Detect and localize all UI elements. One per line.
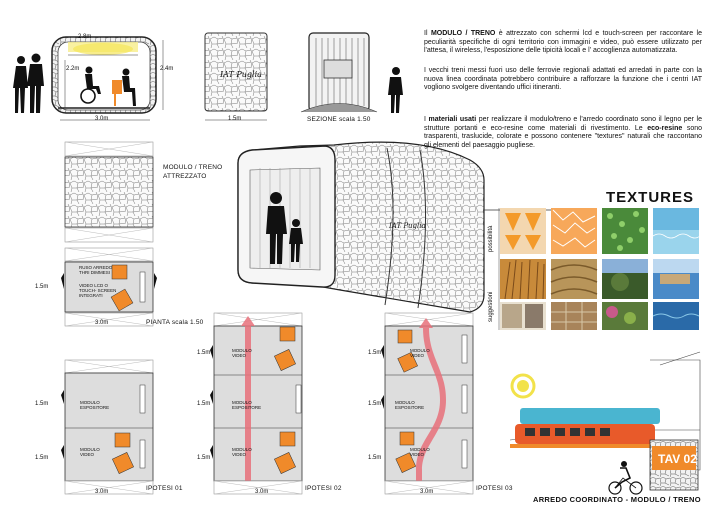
- textures-title: TEXTURES: [606, 189, 695, 206]
- h03-dim: 3.0m: [420, 489, 434, 495]
- dim-height-overall: 2.4m: [160, 66, 174, 72]
- h03-dim-side-c: 1.5m: [368, 455, 382, 461]
- h03-module-2: MODULO ESPOSITORE: [395, 400, 425, 410]
- dim-width-side: 1.5m: [228, 116, 242, 122]
- h02-dim-side-a: 1.5m: [197, 350, 211, 356]
- hypothesis-03-drawing: [381, 312, 474, 495]
- iat-logo-perspective: IAT Puglia: [389, 222, 426, 230]
- p1-body: è attrezzato con schermi lcd e touch-scr…: [424, 30, 702, 55]
- h03-label: IPOTESI 03: [476, 485, 513, 492]
- h03-module-3: MODULO VIDEO: [410, 447, 430, 457]
- people-silhouette: [13, 53, 44, 113]
- seated-person-icon: [112, 68, 136, 106]
- p1-bold: MODULO / TRENO: [430, 30, 496, 37]
- h01-dim-side-a: 1.5m: [35, 401, 49, 407]
- p3-body-a: per realizzare il modulo/treno e l'arred…: [424, 116, 703, 132]
- h02-dim-side-c: 1.5m: [197, 455, 211, 461]
- standing-person-icon: [388, 67, 403, 113]
- module-perspective: [237, 141, 580, 313]
- h02-dim: 3.0m: [255, 489, 269, 495]
- p1-prefix: Il: [424, 30, 431, 37]
- section-scale-label: SEZIONE scala 1.50: [307, 116, 371, 123]
- p3-prefix: I: [424, 116, 429, 123]
- textures-row2-label: suggestioni: [488, 291, 494, 322]
- h02-label: IPOTESI 02: [305, 485, 342, 492]
- plan-drawing: [61, 247, 157, 327]
- footer-title: ARREDO COORDINATO - MODULO / TRENO: [533, 495, 701, 504]
- description-paragraph-3: I materiali usati per realizzare il modu…: [424, 116, 702, 150]
- h02-module-3: MODULO VIDEO: [232, 447, 252, 457]
- train-sign: TAV 02: [658, 452, 697, 466]
- plan-note-top: RUSO ARREDO THRI DIMMESI: [79, 265, 113, 275]
- h02-dim-side-b: 1.5m: [197, 401, 211, 407]
- plan-dim-depth: 1.5m: [35, 284, 49, 290]
- section-drawing: [13, 32, 403, 121]
- h02-module-2: MODULO ESPOSITORE: [232, 400, 262, 410]
- wheelchair-user-icon: [80, 66, 101, 104]
- h02-module-1: MODULO VIDEO: [232, 348, 252, 358]
- dim-width-front: 3.0m: [95, 116, 109, 122]
- module-top-view: [64, 141, 154, 243]
- textures-row1-label: possibilità: [488, 225, 494, 252]
- dim-width-top: 2.8m: [78, 34, 92, 40]
- h01-module-3: MODULO VIDEO: [80, 447, 100, 457]
- h01-module-2: MODULO ESPOSITORE: [80, 400, 110, 410]
- texture-tiles: [500, 208, 701, 330]
- dim-height-inner: 2.2m: [66, 66, 80, 72]
- h03-dim-side-a: 1.5m: [368, 350, 382, 356]
- plan-scale-label: PIANTA scala 1.50: [146, 319, 204, 326]
- module-label: MODULO / TRENO ATTREZZATO: [163, 164, 223, 180]
- description-paragraph-1: Il MODULO / TRENO è attrezzato con scher…: [424, 30, 702, 56]
- h01-dim: 3.0m: [95, 489, 109, 495]
- visitors-silhouette: [266, 192, 303, 264]
- p3-body-b: sono trasparenti, traslucide, colorate e…: [424, 124, 702, 149]
- description-paragraph-2: I vecchi treni messi fuori uso delle fer…: [424, 67, 702, 92]
- plan-dim-width: 3.0m: [95, 320, 109, 326]
- plan-note-bottom: VIDEO LCD O TOUCH- SCREEN INTEGRATI: [79, 283, 117, 298]
- h01-dim-side-b: 1.5m: [35, 455, 49, 461]
- hypothesis-01-drawing: [61, 359, 154, 495]
- hypothesis-02-drawing: [210, 312, 303, 495]
- h03-dim-side-b: 1.5m: [368, 401, 382, 407]
- h03-module-1: MODULO VIDEO: [410, 348, 430, 358]
- iat-logo: IAT Puglia: [220, 70, 262, 79]
- h01-label: IPOTESI 01: [146, 485, 183, 492]
- station-illustration: [509, 351, 701, 495]
- p3-bold-a: materiali usati: [428, 116, 477, 123]
- p3-bold-b: eco-resine: [647, 124, 683, 132]
